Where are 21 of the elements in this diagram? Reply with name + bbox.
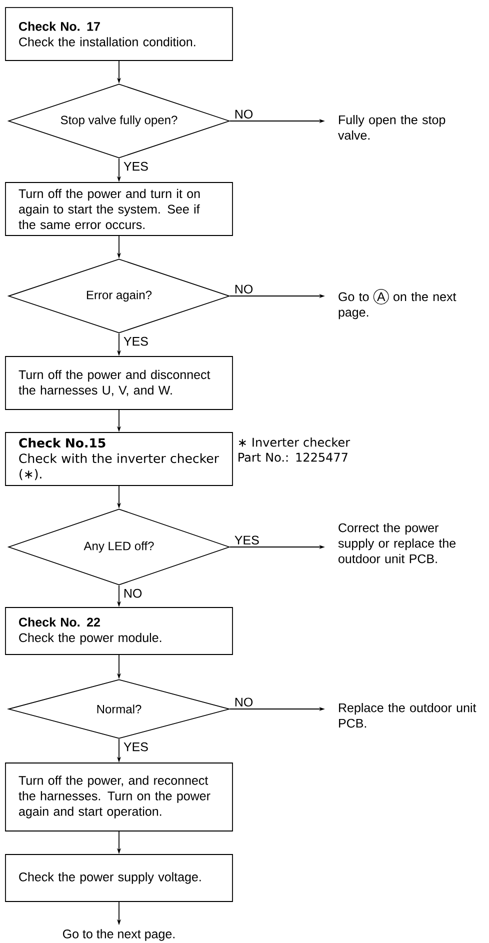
- edge-label: NO: [235, 698, 253, 707]
- edge-label: NO: [235, 110, 253, 119]
- edge-label: NO: [235, 284, 253, 294]
- process-box: Turn off the power, and reconnect the harnesses. Turn on the power again and start operation.: [5, 762, 233, 832]
- edge-label: YES: [124, 162, 148, 171]
- edge-label: YES: [124, 742, 148, 752]
- end-text: Go to the next page.: [63, 929, 174, 941]
- process-box: Check No. 17 Check the installation condition.: [5, 7, 233, 61]
- edge-label: NO: [124, 588, 142, 598]
- edge-label: YES: [124, 336, 148, 346]
- process-box: Turn off the power and disconnect the harnesses U, V, and W.: [5, 356, 233, 410]
- process-box: Check No.15 Check with the inverter checker (∗).: [5, 432, 233, 486]
- edge-label: YES: [234, 536, 259, 545]
- result-text: Fully open the stop valve.: [338, 115, 446, 140]
- note-text: ∗ Inverter checker Part No.: 1225477: [238, 438, 350, 462]
- result-text: Go to A on the next page.: [338, 289, 456, 320]
- process-box: Check the power supply voltage.: [5, 854, 233, 902]
- process-box: Turn off the power and turn it on again to start the system. See if the same error occurs.: [5, 182, 233, 236]
- result-text: Replace the outdoor unit PCB.: [339, 703, 476, 728]
- process-box: Check No. 22 Check the power module.: [5, 607, 233, 655]
- result-text: Correct the power supply or replace the outdoor unit PCB.: [338, 523, 456, 564]
